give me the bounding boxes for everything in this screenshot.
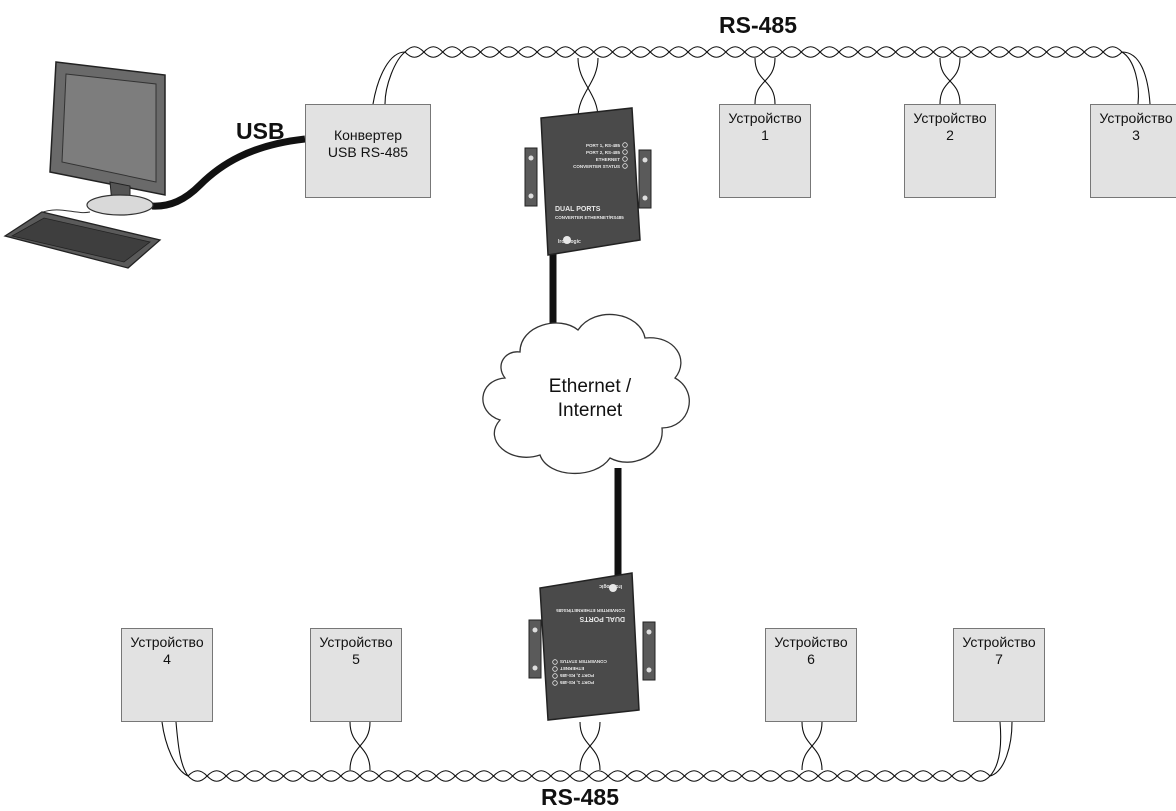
usb-cable [151, 135, 306, 210]
drop-wire [349, 721, 371, 771]
device-name: Устройство [962, 634, 1036, 650]
status-led-icon [622, 163, 628, 169]
status-led-icon [622, 142, 628, 148]
device-box-6: Устройство 6 [765, 628, 857, 722]
usb-label: USB [236, 118, 285, 144]
led-label: CONVERTER STATUS [560, 659, 607, 664]
drop-wire [579, 721, 601, 771]
device-number: 4 [163, 651, 171, 667]
drop-wire [1121, 51, 1151, 105]
led-label: PORT 1, RS-485 [586, 143, 621, 148]
led-label: PORT 2, RS-485 [586, 150, 621, 155]
gateway-device-bottom: PORT 1, RS-485 PORT 2, RS-485 ETHERNET CONV… [528, 572, 656, 721]
drop-wire [384, 51, 406, 105]
brand-logo-icon [563, 236, 571, 244]
device-number: 5 [352, 651, 360, 667]
drop-wire [989, 721, 1002, 777]
device-box-4: Устройство 4 [121, 628, 213, 722]
device-name: Устройство [1099, 110, 1173, 126]
drop-wire [801, 721, 823, 771]
device-number: 1 [761, 127, 769, 143]
device-box-7: Устройство 7 [953, 628, 1045, 722]
device-name: Устройство [319, 634, 393, 650]
drop-wire [577, 57, 599, 119]
usb-rs485-converter-box: Конвертер USB RS-485 [305, 104, 431, 198]
drop-wire [754, 57, 776, 105]
rs485-label-top: RS-485 [719, 12, 797, 38]
device-name: Устройство [130, 634, 204, 650]
converter-label-line1: Конвертер [333, 127, 403, 143]
status-led-icon [622, 156, 628, 162]
rs485-label-bottom: RS-485 [541, 784, 619, 810]
device-number: 6 [807, 651, 815, 667]
status-led-icon [552, 680, 558, 686]
twisted-wire [404, 46, 1123, 58]
gateway-subtitle: CONVERTER ETHERNET/RS485 [556, 608, 625, 613]
cloud-label-line2: Internet [557, 400, 623, 421]
led-label: ETHERNET [596, 157, 621, 162]
drop-wire [372, 51, 406, 105]
gateway-title: DUAL PORTS [555, 206, 601, 213]
led-label: PORT 2, RS-485 [560, 673, 595, 678]
device-name: Устройство [774, 634, 848, 650]
device-name: Устройство [913, 110, 987, 126]
device-number: 3 [1132, 127, 1140, 143]
brand-logo-icon [609, 584, 617, 592]
rs485-twisted-pair-lines [161, 46, 1151, 782]
device-name: Устройство [728, 110, 802, 126]
gateway-title: DUAL PORTS [579, 615, 625, 622]
twisted-wire [187, 770, 991, 782]
status-led-icon [552, 659, 558, 665]
status-led-icon [552, 666, 558, 672]
led-label: PORT 1, RS-485 [560, 680, 595, 685]
status-led-icon [622, 149, 628, 155]
device-box-5: Устройство 5 [310, 628, 402, 722]
led-label: ETHERNET [560, 666, 585, 671]
cloud-label: Ethernet / Internet [520, 375, 660, 423]
drop-wire [989, 721, 1013, 777]
cloud-label-line1: Ethernet / [548, 376, 632, 397]
device-number: 7 [995, 651, 1003, 667]
device-box-3: Устройство 3 [1090, 104, 1176, 198]
status-led-icon [552, 673, 558, 679]
drop-wire [1121, 51, 1139, 105]
device-number: 2 [946, 127, 954, 143]
device-box-2: Устройство 2 [904, 104, 996, 198]
computer-icon [3, 61, 166, 269]
drop-wire [161, 721, 189, 777]
drop-wire [175, 721, 189, 777]
drop-wire [939, 57, 961, 105]
gateway-subtitle: CONVERTER ETHERNET/RS485 [555, 215, 624, 220]
converter-label-line2: USB RS-485 [327, 144, 409, 160]
cloud-shape [482, 313, 690, 475]
device-box-1: Устройство 1 [719, 104, 811, 198]
led-label: CONVERTER STATUS [573, 164, 620, 169]
